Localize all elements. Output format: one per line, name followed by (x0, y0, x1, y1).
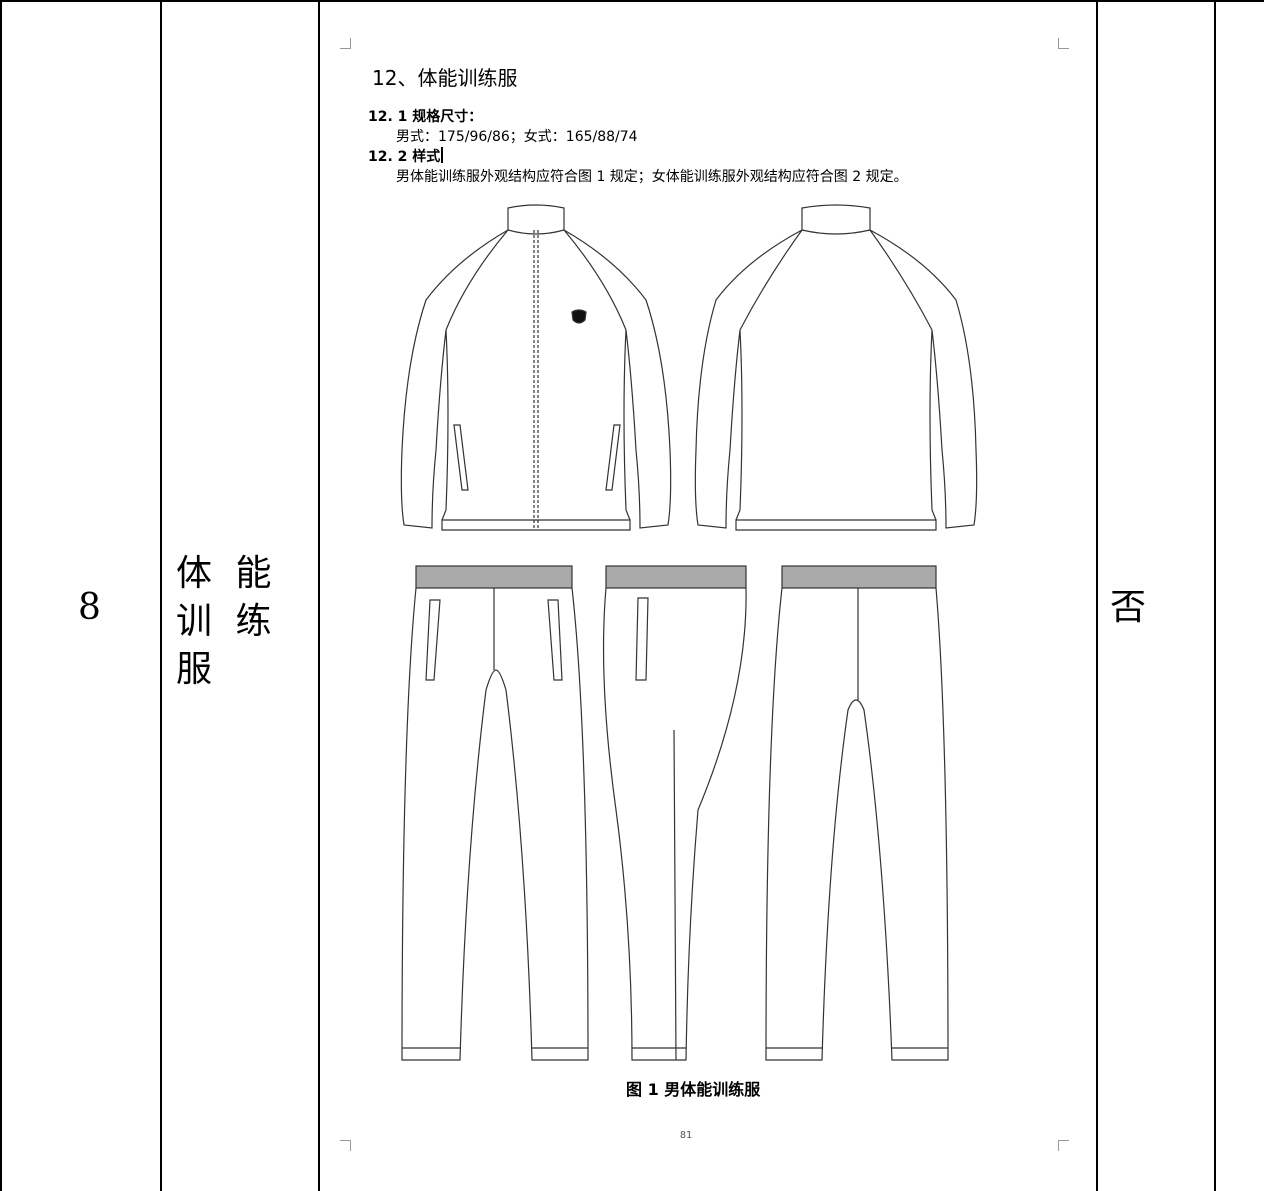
jacket-front-drawing (400, 204, 672, 531)
table-border-col3 (1096, 0, 1098, 1191)
crop-mark-bottom-left (340, 1140, 351, 1151)
table-border-col4 (1214, 0, 1216, 1191)
pants-front-drawing (401, 565, 589, 1061)
text-cursor (441, 147, 444, 163)
garment-drawings (400, 204, 978, 1061)
item-name: 体 能 训 练服 (176, 553, 278, 690)
table-top-border (0, 0, 1264, 2)
jacket-back-drawing (694, 204, 978, 531)
crop-mark-top-right (1058, 38, 1069, 49)
figure-caption: 图 1 男体能训练服 (626, 1080, 761, 1099)
crop-mark-top-left (340, 38, 351, 49)
style-line: 男体能训练服外观结构应符合图 1 规定；女体能训练服外观结构应符合图 2 规定。 (396, 169, 908, 185)
pants-side-drawing (602, 565, 747, 1061)
page-number: 81 (680, 1130, 693, 1141)
crop-mark-bottom-right (1058, 1140, 1069, 1151)
table-border-left (0, 0, 2, 1191)
pants-back-drawing (765, 565, 949, 1061)
spec-line: 男式：175/96/86；女式：165/88/74 (396, 129, 638, 145)
embedded-document-page: 12、体能训练服 12. 1 规格尺寸： 男式：175/96/86；女式：165… (336, 30, 1086, 1160)
table-border-col2 (318, 0, 320, 1191)
item-flag: 否 (1110, 587, 1147, 628)
style-heading: 12. 2 样式 (368, 149, 441, 165)
row-number: 8 (78, 587, 101, 628)
doc-heading: 12、体能训练服 (372, 66, 518, 90)
style-heading-wrap: 12. 2 样式 (368, 146, 444, 166)
table-border-col1 (160, 0, 162, 1191)
spec-heading: 12. 1 规格尺寸： (368, 109, 483, 125)
